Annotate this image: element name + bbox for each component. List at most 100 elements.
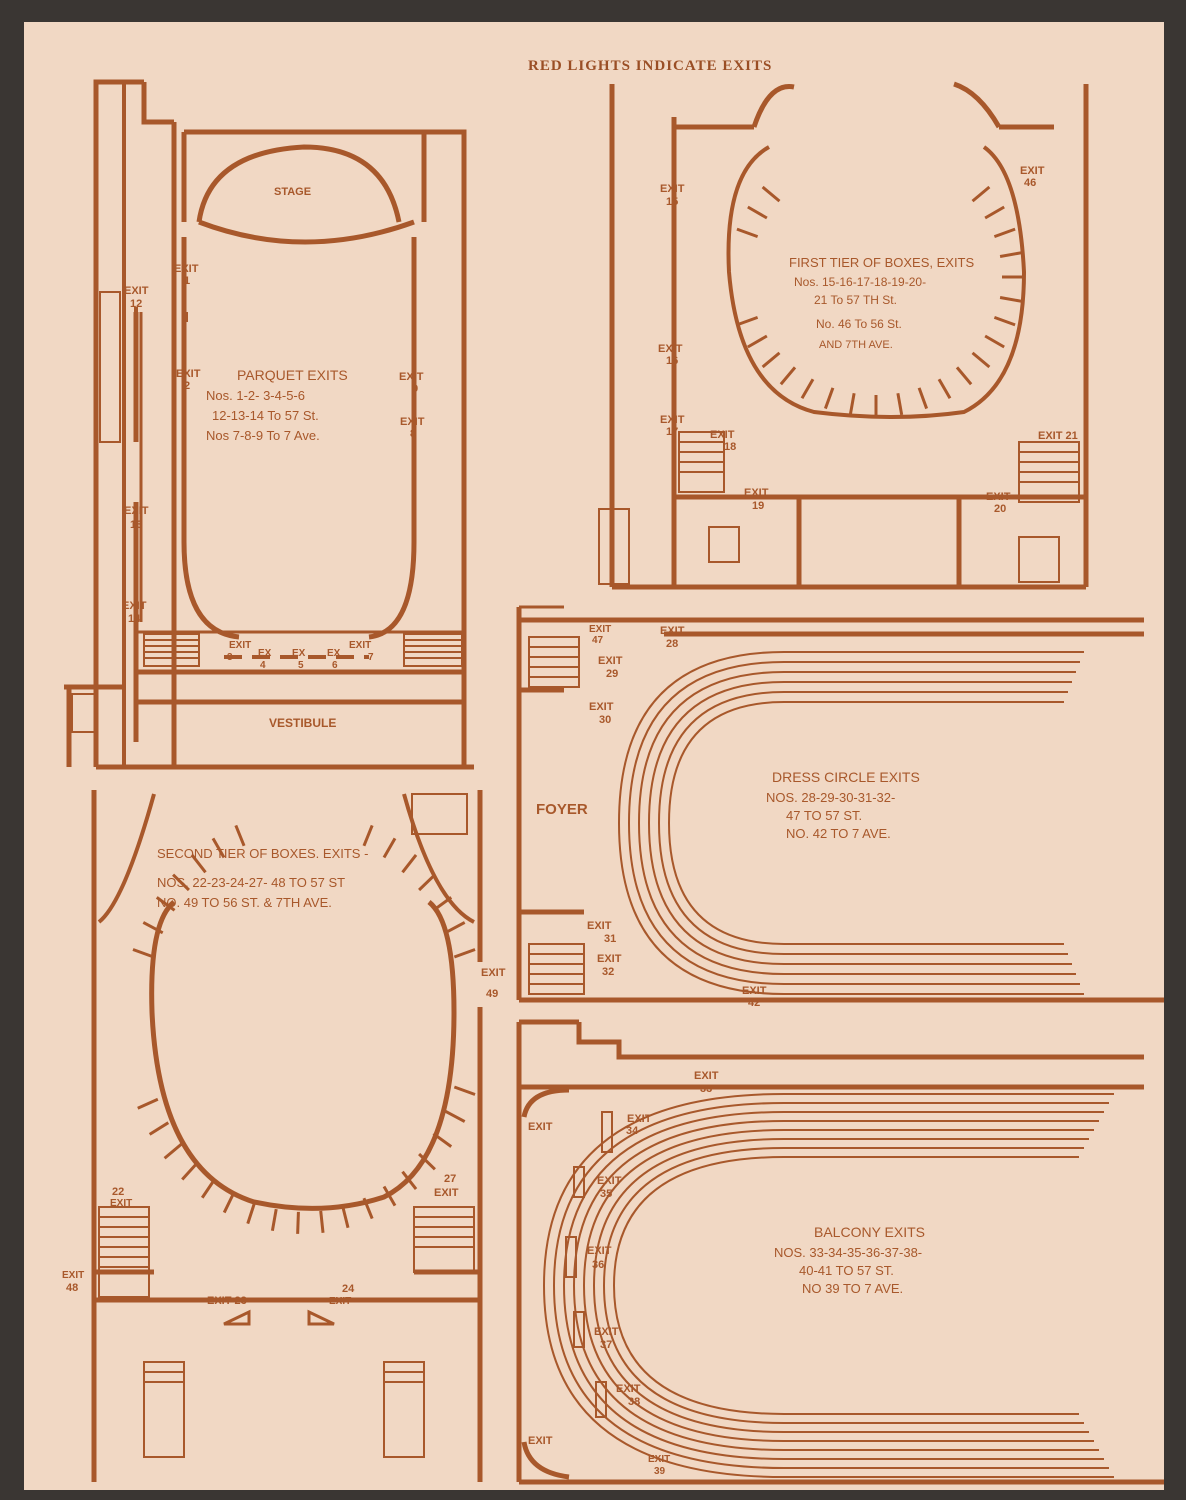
seating-row-curve <box>542 1093 1114 1478</box>
exit-number: 42 <box>748 997 760 1009</box>
exit-number: 20 <box>994 503 1006 515</box>
exit-number: 6 <box>332 660 338 671</box>
box-partition <box>993 315 1016 327</box>
first-tier-line-3: No. 46 To 56 St. <box>816 317 902 331</box>
box-partition <box>896 392 904 416</box>
seating-row-curve <box>657 691 1068 955</box>
box-partition <box>418 1152 436 1171</box>
exit-number: 22 <box>112 1186 124 1198</box>
seating-row-curve <box>592 1138 1089 1433</box>
seating-row-curve <box>562 1111 1104 1460</box>
seating-row-curve <box>627 661 1080 985</box>
exit-label: EXIT <box>660 183 685 195</box>
exit-label: EXIT <box>110 1198 132 1209</box>
seating-row-curve <box>572 1120 1099 1451</box>
second-tier-title: SECOND TIER OF BOXES. EXITS - <box>157 846 368 861</box>
exit-number: 24 <box>342 1283 355 1295</box>
exit-label: EXIT <box>744 487 769 499</box>
box-partition <box>142 921 164 935</box>
exit-number: 34 <box>626 1125 639 1137</box>
box-partition <box>984 205 1005 220</box>
box-partition <box>736 315 759 327</box>
exit-number: 38 <box>628 1396 640 1408</box>
exit-label: EXIT 21 <box>1038 430 1078 442</box>
seating-row-curve <box>582 1129 1094 1442</box>
exit-number: 7 <box>368 652 374 663</box>
first-tier-line-4: AND 7TH AVE. <box>819 339 893 351</box>
exit-label: EXIT <box>229 640 251 651</box>
box-partition <box>971 185 991 203</box>
exit-label: EXIT 23 <box>207 1295 247 1307</box>
seating-row-curve <box>602 1147 1084 1424</box>
box-partition <box>432 896 453 912</box>
parquet-line-1: Nos. 1-2- 3-4-5-6 <box>206 388 305 403</box>
exit-label: EX <box>258 648 272 659</box>
box-partition <box>747 334 768 349</box>
exit-label: EXIT <box>434 1187 459 1199</box>
seating-row-curve <box>552 1102 1109 1469</box>
exit-number: 48 <box>66 1282 78 1294</box>
box-partition <box>971 351 991 369</box>
box-partition <box>362 1197 374 1220</box>
exit-label: EXIT <box>587 920 612 932</box>
exit-label: EXIT <box>658 343 683 355</box>
exit-label: EXIT <box>742 985 767 997</box>
parquet-line-2: 12-13-14 To 57 St. <box>212 408 319 423</box>
exit-label: EXIT <box>329 1296 351 1307</box>
exit-number: 32 <box>602 966 614 978</box>
exit-number: 49 <box>486 988 498 1000</box>
exit-number: 8 <box>410 428 416 440</box>
exit-number: 3 <box>227 652 233 663</box>
exit-label: EXIT <box>62 1270 84 1281</box>
box-partition <box>181 1162 199 1181</box>
box-partition <box>800 378 815 399</box>
exit-number: 13 <box>130 519 142 531</box>
exit-label: EXIT <box>1020 165 1045 177</box>
exit-label: EXIT <box>528 1121 553 1133</box>
exit-label: EXIT <box>174 263 199 275</box>
box-partition <box>779 366 797 386</box>
exit-label: EXIT <box>627 1113 652 1125</box>
box-partition <box>401 1170 418 1190</box>
exit-number: 36 <box>592 1259 604 1271</box>
box-partition <box>453 948 476 959</box>
second-tier-plan: SECOND TIER OF BOXES. EXITS - NOS. 22-23… <box>62 790 506 1482</box>
box-partition <box>848 392 856 416</box>
seating-row-curve <box>617 651 1084 995</box>
exit-label: EXIT <box>710 429 735 441</box>
box-partition <box>747 205 768 220</box>
exit-label: EXIT <box>597 953 622 965</box>
exit-number: 18 <box>724 441 736 453</box>
exit-label: EXIT <box>694 1070 719 1082</box>
exit-label: EXIT <box>122 600 147 612</box>
exit-number: 9 <box>412 383 418 395</box>
exit-label: EXIT <box>481 967 506 979</box>
box-partition <box>453 1085 476 1096</box>
exit-number: 33 <box>700 1083 712 1095</box>
exit-number: 2 <box>184 380 190 392</box>
dress-circle-line-1: NOS. 28-29-30-31-32- <box>766 790 895 805</box>
seating-row-curve <box>637 671 1076 975</box>
box-partition <box>222 1192 236 1214</box>
seating-row-curve <box>667 701 1064 945</box>
exit-label: EXIT <box>986 491 1011 503</box>
box-partition <box>341 1205 350 1229</box>
exit-label: EXIT <box>176 368 201 380</box>
dress-circle-line-3: NO. 42 TO 7 AVE. <box>786 826 891 841</box>
box-partition <box>382 1185 397 1207</box>
box-partition <box>955 366 973 386</box>
seating-row-curve <box>647 681 1072 965</box>
box-partition <box>382 837 397 859</box>
exit-label: EXIT <box>616 1383 641 1395</box>
box-partition <box>761 185 781 203</box>
exit-label: EXIT <box>598 655 623 667</box>
box-partition <box>163 1142 183 1160</box>
exit-number: 37 <box>600 1339 612 1351</box>
theatre-exit-plans: RED LIGHTS INDICATE EXITS <box>62 58 1164 1485</box>
second-tier-line-1: NOS. 22-23-24-27- 48 TO 57 ST <box>157 875 345 890</box>
exit-number: 1 <box>184 275 190 287</box>
dress-circle-title: DRESS CIRCLE EXITS <box>772 769 920 785</box>
exit-label: EXIT <box>594 1326 619 1338</box>
box-partition <box>200 1178 216 1199</box>
box-partition <box>823 387 835 410</box>
